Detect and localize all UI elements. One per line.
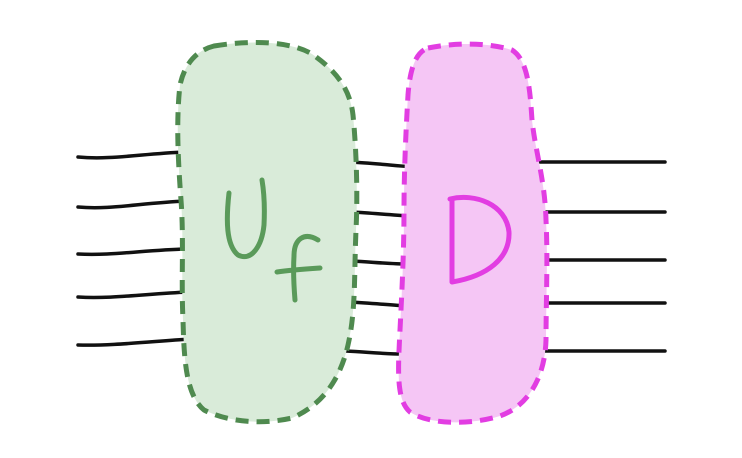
d-gate: D xyxy=(396,41,550,425)
output-wires xyxy=(538,160,667,353)
input-wire xyxy=(76,199,188,210)
uf-letter-u xyxy=(224,177,267,260)
uf-gate: U f xyxy=(175,39,360,425)
d-letter xyxy=(447,194,512,285)
middle-wire xyxy=(344,349,404,356)
middle-wire xyxy=(348,300,408,308)
uf-gate-shape xyxy=(175,39,360,425)
middle-wire xyxy=(350,210,412,218)
uf-letter-f xyxy=(274,234,323,303)
d-gate-shape xyxy=(396,41,550,425)
input-wire xyxy=(76,247,188,257)
middle-wire xyxy=(350,259,410,266)
input-wires xyxy=(76,150,192,347)
input-wire xyxy=(76,150,186,160)
input-wire xyxy=(76,290,190,300)
input-wire xyxy=(76,337,192,347)
